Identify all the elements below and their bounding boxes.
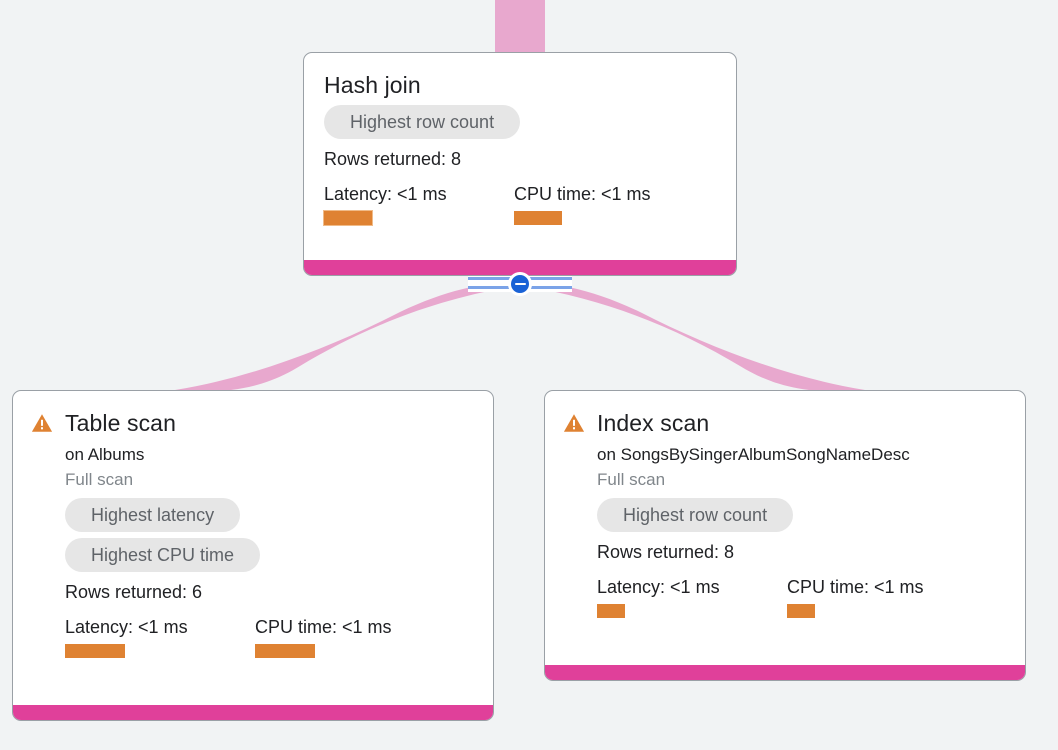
metric-latency-bar <box>323 210 373 226</box>
node-index-scan-header: Index scan on SongsBySingerAlbumSongName… <box>563 409 1007 618</box>
node-scan-type: Full scan <box>597 470 666 489</box>
node-scan-type: Full scan <box>65 470 134 489</box>
node-index-scan[interactable]: Index scan on SongsBySingerAlbumSongName… <box>544 390 1026 681</box>
metric-cpu-time: CPU time: <1 ms <box>255 616 392 658</box>
node-index-scan-text: Index scan on SongsBySingerAlbumSongName… <box>597 409 924 618</box>
status-badge: Highest latency <box>65 498 241 532</box>
metric-cpu-time-label: CPU time: <1 ms <box>255 617 392 637</box>
metric-cpu-time-bar <box>787 604 815 618</box>
status-badge: Highest row count <box>597 498 794 532</box>
node-hash-join[interactable]: Hash join Highest row count Rows returne… <box>303 52 737 276</box>
edge-incoming-ribbon <box>495 0 545 52</box>
node-title: Table scan <box>65 410 176 436</box>
node-title: Index scan <box>597 410 710 436</box>
rows-returned-label: Rows returned: 6 <box>65 582 203 602</box>
rows-returned-label: Rows returned: 8 <box>324 149 462 169</box>
metric-cpu-time: CPU time: <1 ms <box>787 576 924 618</box>
metric-latency: Latency: <1 ms <box>65 616 255 658</box>
node-table-scan-header: Table scan on Albums Full scan Highest l… <box>31 409 475 658</box>
node-title: Hash join <box>324 72 421 98</box>
status-badge: Highest row count <box>324 105 521 139</box>
node-hash-join-body: Hash join Highest row count Rows returne… <box>304 53 736 260</box>
collapse-children-toggle[interactable] <box>508 272 532 296</box>
node-accent-bar <box>545 665 1025 680</box>
node-table-scan-metrics: Latency: <1 ms CPU time: <1 ms <box>65 616 392 658</box>
metric-latency-label: Latency: <1 ms <box>324 184 447 204</box>
node-table-scan[interactable]: Table scan on Albums Full scan Highest l… <box>12 390 494 721</box>
node-table-scan-badges: Highest latency Highest CPU time <box>65 498 392 572</box>
metric-latency-label: Latency: <1 ms <box>65 617 188 637</box>
metric-cpu-time-bar <box>514 211 562 225</box>
metric-latency-label: Latency: <1 ms <box>597 577 720 597</box>
metric-latency-bar <box>65 644 125 658</box>
metric-latency: Latency: <1 ms <box>323 183 514 226</box>
metric-cpu-time: CPU time: <1 ms <box>514 183 651 225</box>
metric-cpu-time-label: CPU time: <1 ms <box>787 577 924 597</box>
metric-cpu-time-label: CPU time: <1 ms <box>514 184 651 204</box>
minus-icon <box>514 282 526 286</box>
node-subtitle: on SongsBySingerAlbumSongNameDesc <box>597 445 910 464</box>
edge-hashjoin-to-indexscan <box>524 282 865 390</box>
rows-returned-label: Rows returned: 8 <box>597 542 735 562</box>
node-table-scan-text: Table scan on Albums Full scan Highest l… <box>65 409 392 658</box>
node-index-scan-body: Index scan on SongsBySingerAlbumSongName… <box>545 391 1025 665</box>
node-hash-join-metrics: Latency: <1 ms CPU time: <1 ms <box>323 183 718 226</box>
status-badge: Highest CPU time <box>65 538 261 572</box>
metric-cpu-time-bar <box>255 644 315 658</box>
node-accent-bar <box>304 260 736 275</box>
node-accent-bar <box>13 705 493 720</box>
warning-triangle-icon <box>563 414 585 432</box>
metric-latency-bar <box>597 604 625 618</box>
node-index-scan-badges: Highest row count <box>597 498 924 532</box>
metric-latency: Latency: <1 ms <box>597 576 787 618</box>
edge-hashjoin-to-tablescan <box>175 282 516 390</box>
node-subtitle: on Albums <box>65 445 145 464</box>
node-hash-join-badges: Highest row count <box>324 105 718 139</box>
node-hash-join-header: Hash join <box>324 71 718 99</box>
warning-triangle-icon <box>31 414 53 432</box>
node-index-scan-metrics: Latency: <1 ms CPU time: <1 ms <box>597 576 924 618</box>
node-table-scan-body: Table scan on Albums Full scan Highest l… <box>13 391 493 705</box>
